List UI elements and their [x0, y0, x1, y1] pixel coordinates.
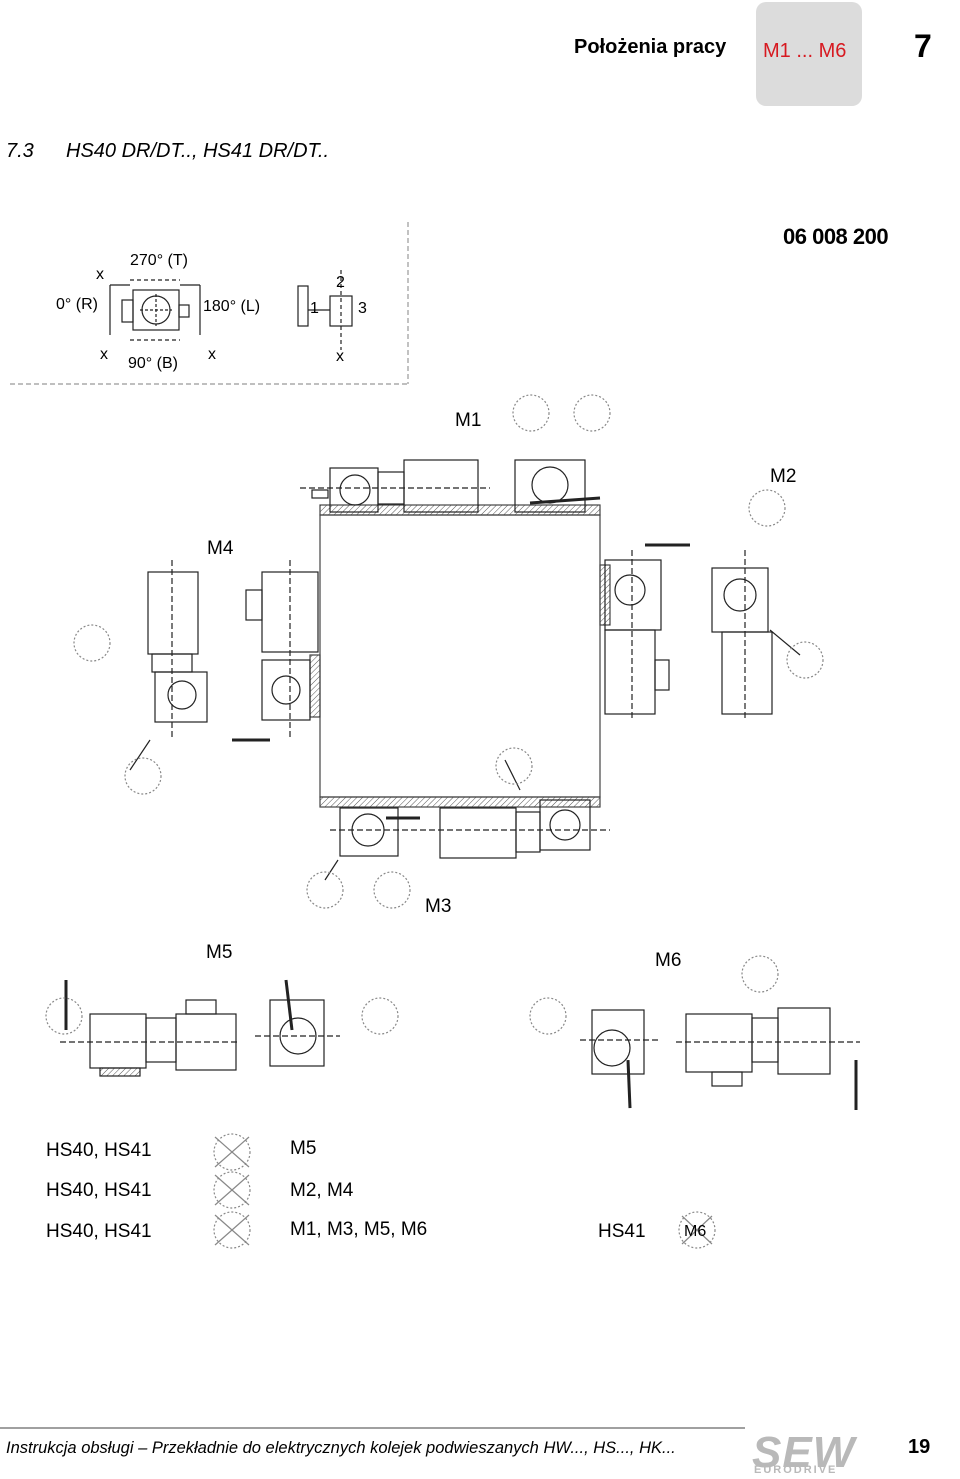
chapter-number: 7 [914, 28, 932, 64]
position-label-m1: M1 [455, 410, 482, 431]
key-terminal-2: 2 [336, 274, 345, 291]
page-header-title: Położenia pracy [574, 36, 727, 58]
key-angle-0: 0° (R) [56, 296, 98, 313]
footer-text: Instrukcja obsługi – Przekładnie do elek… [6, 1439, 676, 1457]
key-terminal-symbol [297, 270, 353, 350]
section-number: 7.3 [6, 140, 34, 162]
key-angle-180: 180° (L) [203, 298, 261, 315]
key-terminal-1: 1 [310, 300, 319, 317]
table-row-2-models: HS40, HS41 [46, 1180, 152, 1201]
position-label-m6: M6 [655, 950, 682, 971]
key-gear-symbol [109, 279, 201, 341]
eurodrive-logo-text: EURODRIVE [754, 1464, 838, 1476]
position-label-m4: M4 [207, 538, 234, 559]
key-x-mark: x [208, 346, 216, 363]
table-row-3-models: HS40, HS41 [46, 1221, 152, 1242]
chapter-tab [756, 2, 862, 106]
gearmotor-m1 [300, 459, 601, 513]
table-cross-marks [214, 1136, 713, 1246]
key-x-mark: x [336, 348, 344, 365]
header-position-range: M1 ... M6 [763, 40, 847, 62]
page-number: 19 [908, 1436, 931, 1458]
position-label-m2: M2 [770, 466, 797, 487]
position-label-m5: M5 [206, 942, 233, 963]
table-row-1-positions: M5 [290, 1138, 317, 1159]
table-extra-model: HS41 [598, 1221, 646, 1242]
gearmotor-m6 [580, 1007, 860, 1110]
key-terminal-3: 3 [358, 300, 367, 317]
key-x-mark: x [96, 266, 104, 283]
oil-level-symbols [45, 394, 824, 1249]
key-x-mark: x [100, 346, 108, 363]
section-heading: 7.3 HS40 DR/DT.., HS41 DR/DT.. [6, 140, 329, 163]
position-label-m3: M3 [425, 896, 452, 917]
table-extra-position: M6 [684, 1223, 707, 1240]
gearmotor-m5 [60, 979, 340, 1077]
key-angle-90: 90° (B) [128, 355, 178, 372]
table-row-3-positions: M1, M3, M5, M6 [290, 1219, 428, 1240]
gearmotor-m2 [604, 543, 801, 720]
table-row-1-models: HS40, HS41 [46, 1140, 152, 1161]
key-angle-270: 270° (T) [130, 252, 188, 269]
section-title: HS40 DR/DT.., HS41 DR/DT.. [66, 140, 330, 162]
gearmotor-m3 [324, 759, 610, 881]
gearmotor-m4 [129, 560, 319, 771]
sew-logo: SEW [752, 1428, 856, 1477]
document-number: 06 008 200 [783, 224, 889, 249]
table-row-2-positions: M2, M4 [290, 1180, 354, 1201]
